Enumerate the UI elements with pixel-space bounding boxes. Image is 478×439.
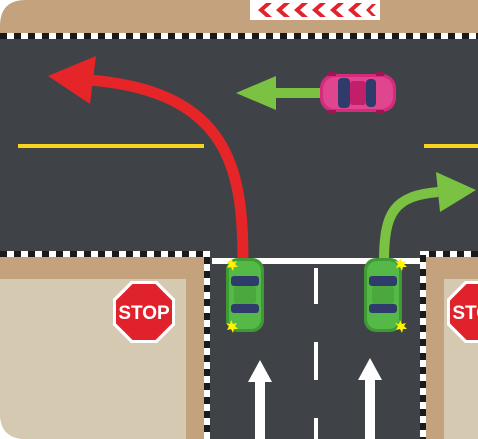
- green-car-left-icon: [226, 258, 264, 333]
- stop-sign-left: STOP: [113, 281, 175, 343]
- green-car-right-icon: [364, 258, 407, 333]
- pink-car-icon: [320, 72, 396, 114]
- road-end-chevron-icon: [250, 0, 380, 20]
- stop-sign-left-label: STOP: [118, 303, 170, 324]
- stop-sign-right-label: STOP: [452, 303, 478, 324]
- top-curb: [0, 0, 478, 34]
